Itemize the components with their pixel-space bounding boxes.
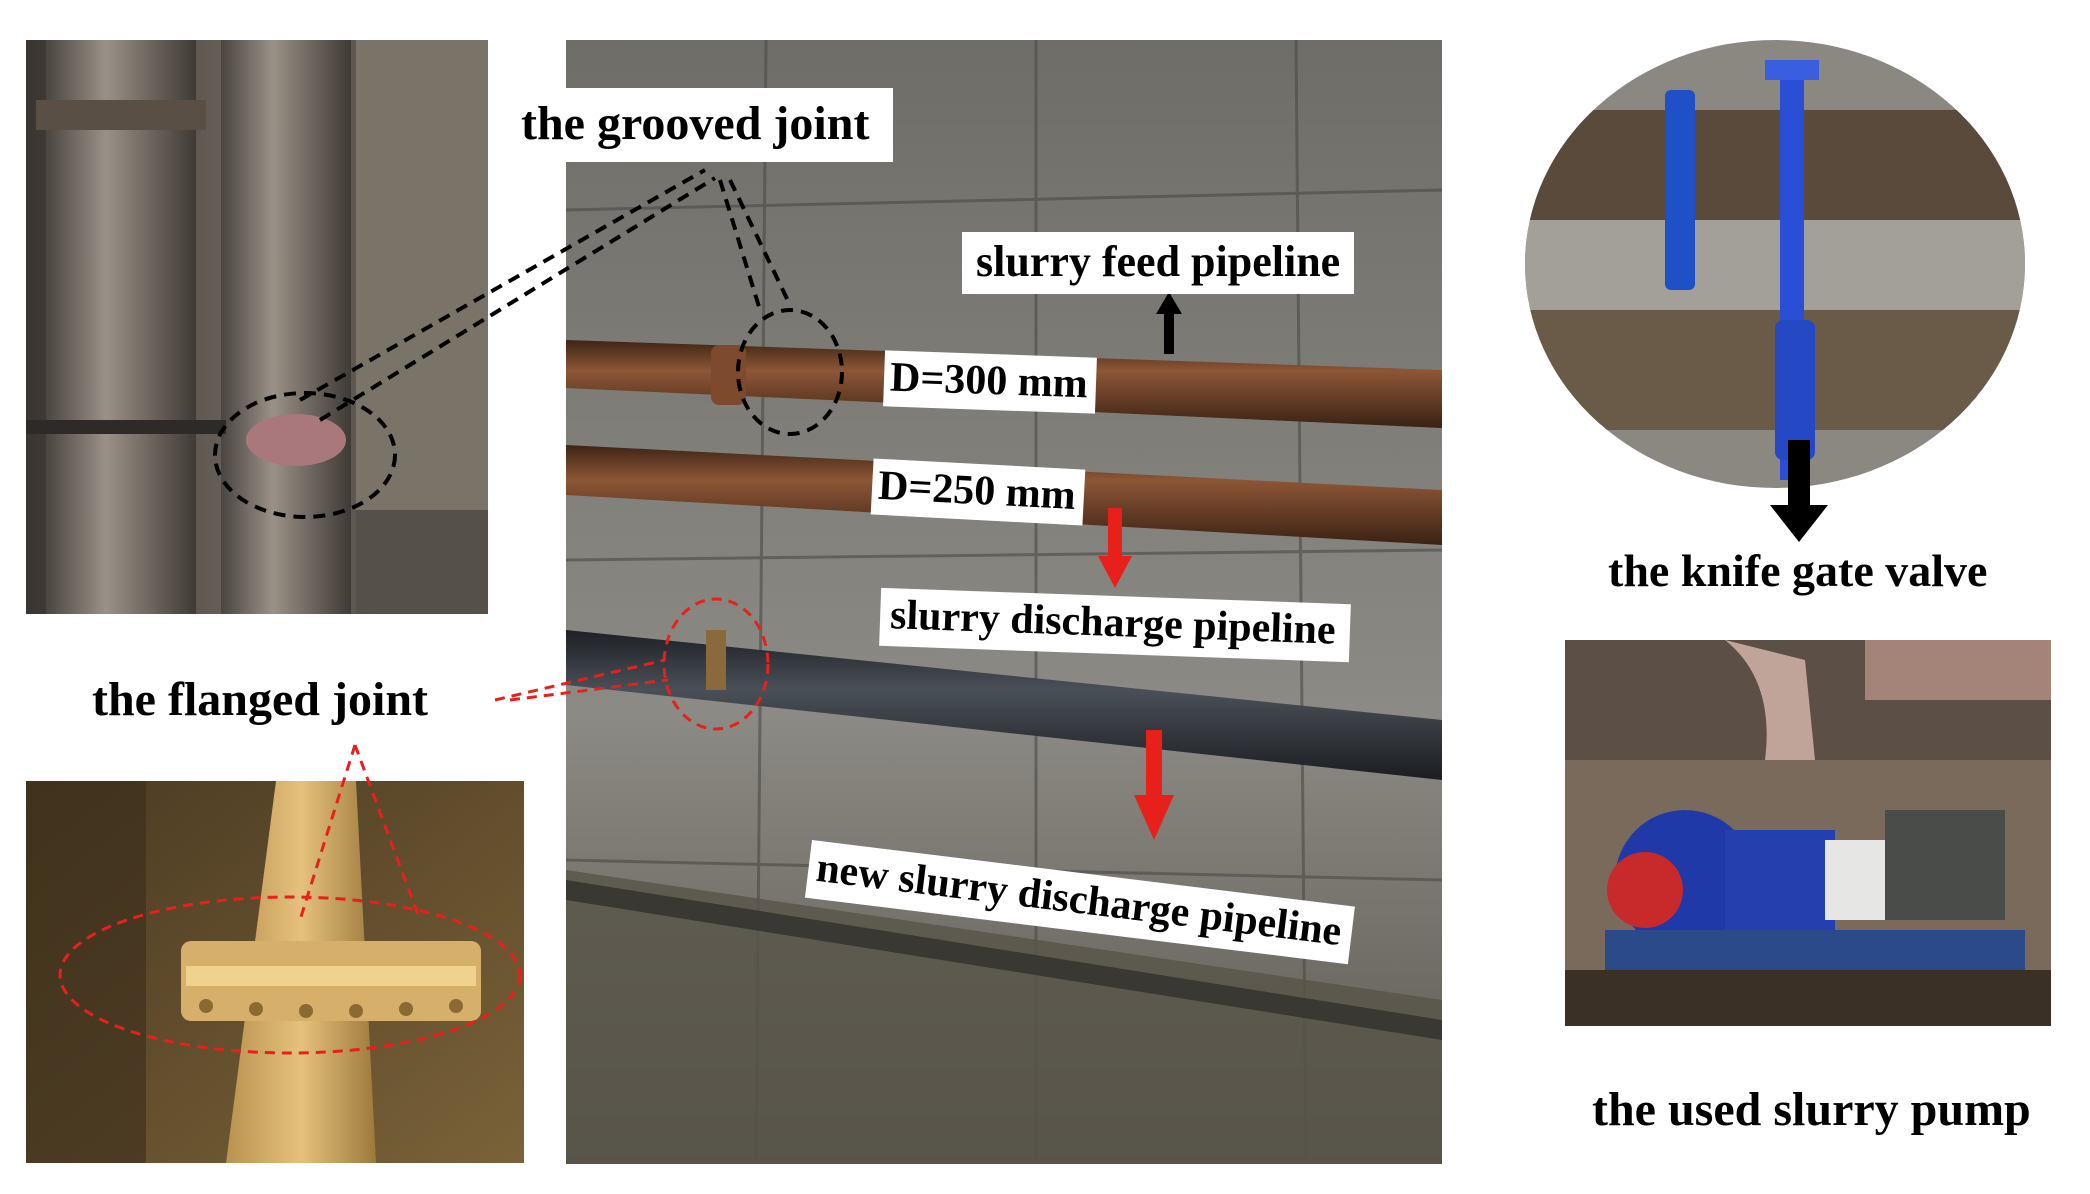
knife-gate-valve-photo: [1525, 40, 2025, 488]
used-slurry-pump-label: the used slurry pump: [1592, 1083, 2031, 1136]
slurry-feed-pipeline-label: slurry feed pipeline: [962, 232, 1355, 294]
d300-label: D=300 mm: [883, 350, 1097, 414]
knife-gate-valve-label: the knife gate valve: [1590, 548, 1996, 598]
flanged-joint-label: the flanged joint: [92, 673, 428, 726]
slurry-pump-photo: [1565, 640, 2051, 1026]
d250-label: D=250 mm: [870, 458, 1086, 526]
grooved-joint-photo: [26, 40, 488, 614]
grooved-joint-label: the grooved joint: [503, 88, 894, 162]
flanged-joint-photo: [26, 781, 524, 1163]
